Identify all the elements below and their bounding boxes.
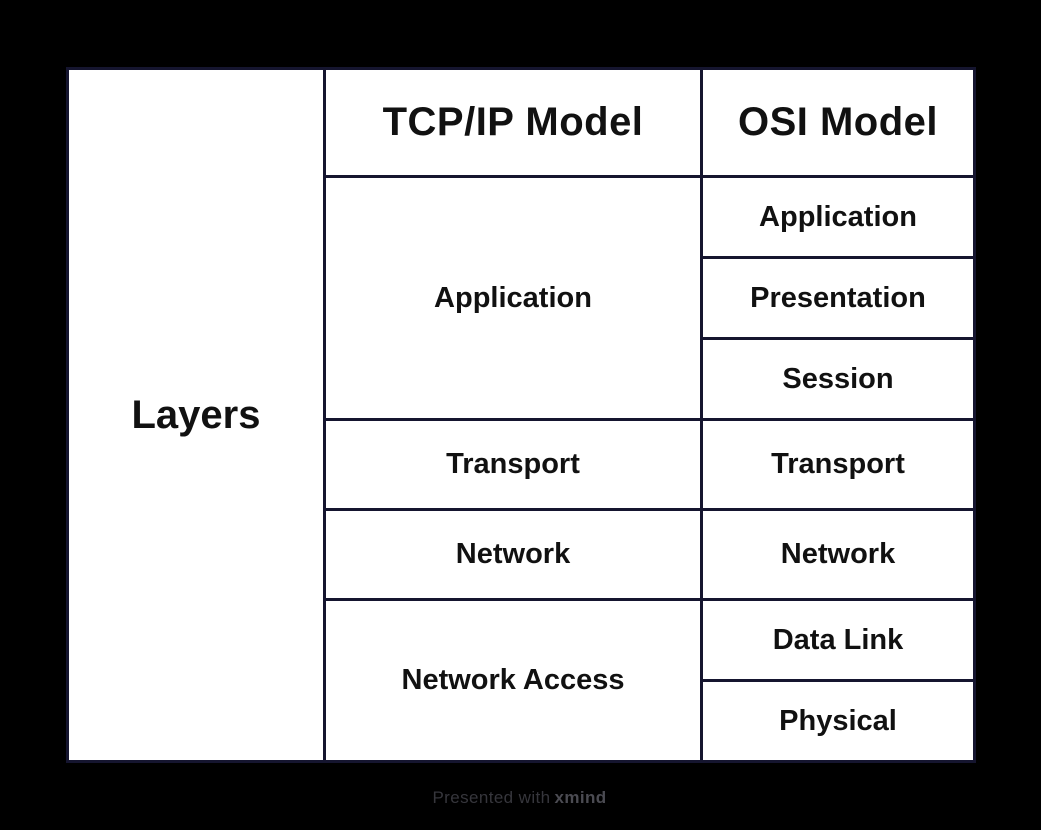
- cell-osi-presentation: Presentation: [700, 256, 976, 340]
- column-header-osi-model: OSI Model: [700, 67, 976, 178]
- layers-comparison-table: Layers TCP/IP Model OSI Model Applicatio…: [66, 67, 976, 763]
- cell-osi-physical: Physical: [700, 679, 976, 763]
- cell-tcpip-application: Application: [323, 175, 703, 421]
- layers-row-header: Layers: [66, 67, 326, 763]
- cell-osi-session: Session: [700, 337, 976, 421]
- xmind-brand-label: xmind: [554, 788, 607, 807]
- cell-tcpip-network: Network: [323, 508, 703, 601]
- footer-credit-text: Presented with: [432, 788, 551, 807]
- cell-osi-data-link: Data Link: [700, 598, 976, 682]
- cell-tcpip-network-access: Network Access: [323, 598, 703, 763]
- column-header-tcpip-model: TCP/IP Model: [323, 67, 703, 178]
- cell-osi-application: Application: [700, 175, 976, 259]
- cell-osi-transport: Transport: [700, 418, 976, 511]
- cell-osi-network: Network: [700, 508, 976, 601]
- cell-tcpip-transport: Transport: [323, 418, 703, 511]
